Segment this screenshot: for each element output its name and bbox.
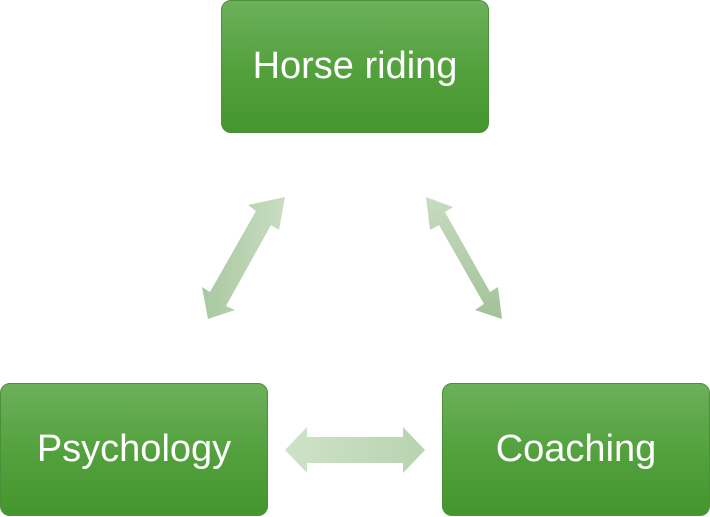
node-coaching: Coaching <box>442 383 710 516</box>
arrow-top-right <box>426 197 502 319</box>
node-horse-riding-label: Horse riding <box>252 45 458 87</box>
node-psychology: Psychology <box>0 383 268 516</box>
node-horse-riding: Horse riding <box>221 0 489 133</box>
node-coaching-label: Coaching <box>495 428 657 470</box>
arrow-top-left <box>202 197 285 319</box>
arrow-left-right <box>285 427 425 473</box>
node-psychology-label: Psychology <box>36 428 232 470</box>
